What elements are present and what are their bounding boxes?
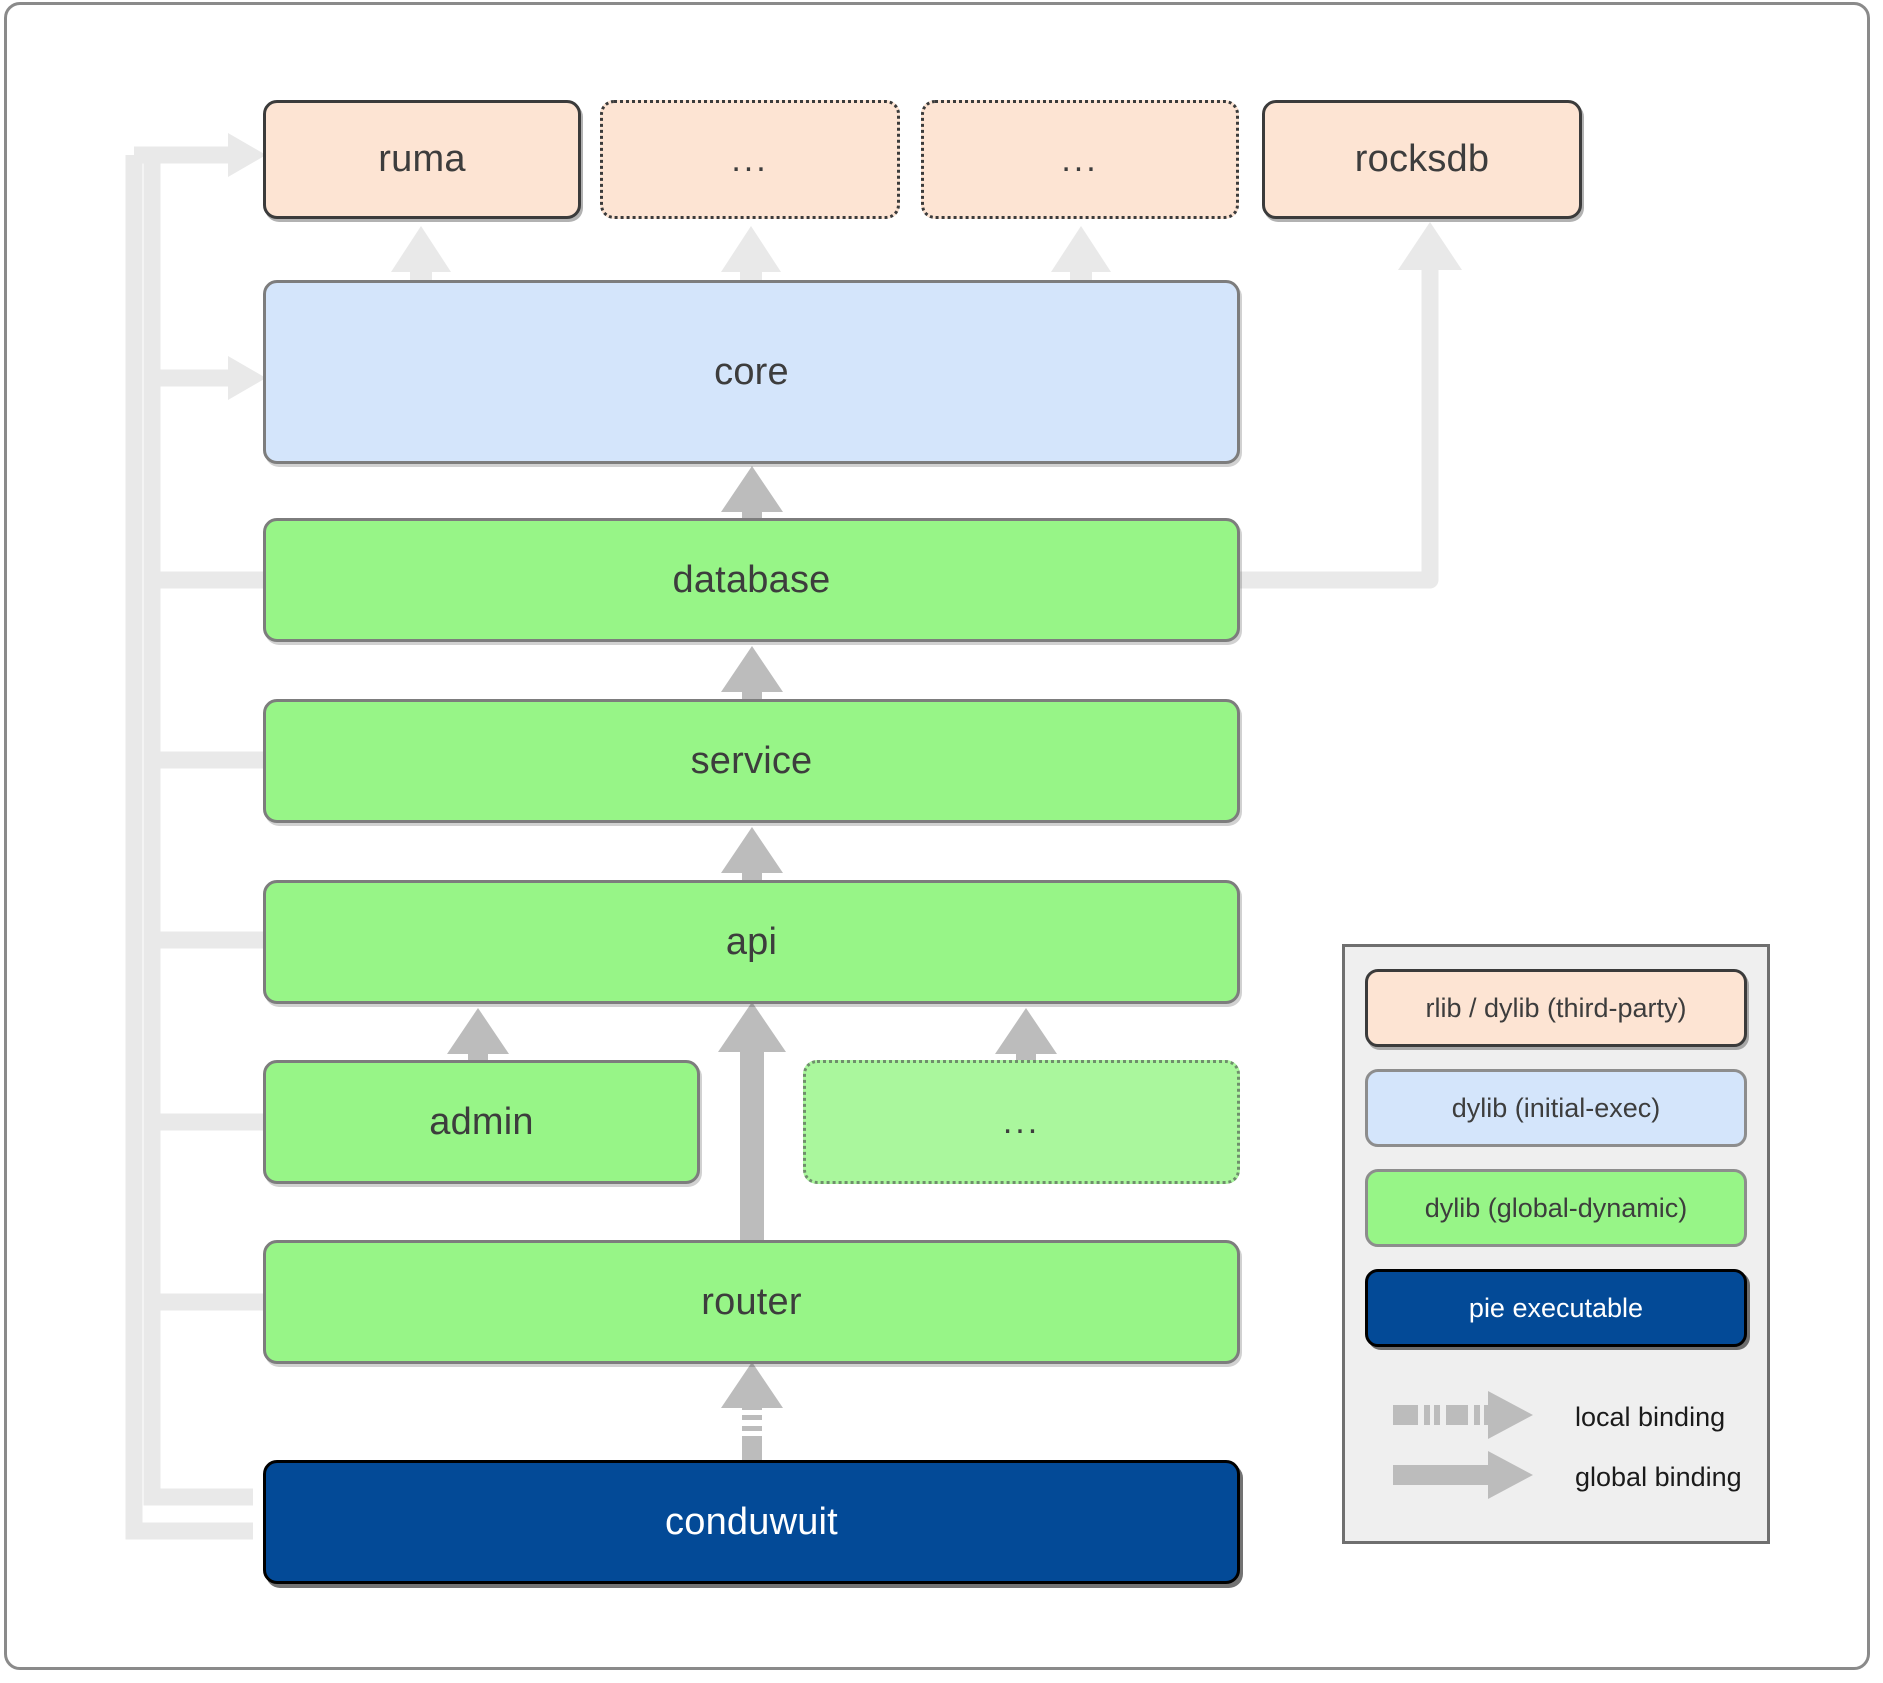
database-to-rocksdb: [1240, 222, 1462, 589]
legend-label: pie executable: [1468, 1292, 1644, 1323]
arrowhead-core-ruma: [391, 226, 451, 272]
shaft-conduwuit-router-b: [742, 1426, 762, 1431]
shaft-conduwuit-router-c: [742, 1415, 762, 1420]
node-ellipsis-1[interactable]: ...: [600, 100, 900, 219]
shaft-router-api: [740, 1027, 764, 1242]
node-label: core: [714, 350, 789, 393]
node-ellipsis-2[interactable]: ...: [921, 100, 1239, 219]
legend-swatch-global-dynamic: dylib (global-dynamic): [1365, 1169, 1747, 1247]
node-label: rocksdb: [1354, 138, 1490, 180]
node-label: conduwuit: [665, 1500, 838, 1543]
rail-inner-to-conduwuit: [143, 1461, 253, 1506]
node-core[interactable]: core: [263, 280, 1240, 464]
stack-arrows: [447, 466, 1057, 1460]
global-binding-arrow-icon: [1393, 1451, 1533, 1499]
arrowhead-core-ellipsis2: [1051, 226, 1111, 272]
node-label: service: [690, 739, 813, 782]
node-database[interactable]: database: [263, 518, 1240, 642]
arrowhead-core-ellipsis1: [721, 226, 781, 272]
node-label: router: [701, 1280, 802, 1323]
node-label: ruma: [378, 138, 466, 180]
legend-swatch-initial-exec: dylib (initial-exec): [1365, 1069, 1747, 1147]
arrowhead-rocksdb: [1398, 222, 1462, 270]
node-label: admin: [429, 1100, 534, 1143]
arrowhead-ruma-left: [228, 133, 266, 177]
node-label: api: [725, 920, 778, 963]
node-conduwuit[interactable]: conduwuit: [263, 1460, 1240, 1584]
arrowhead-router-api: [718, 1002, 786, 1052]
legend-label: dylib (initial-exec): [1451, 1092, 1661, 1123]
legend-panel: rlib / dylib (third-party) dylib (initia…: [1342, 944, 1770, 1544]
local-binding-arrow-icon: [1393, 1391, 1533, 1439]
legend-label-global-binding: global binding: [1575, 1462, 1742, 1492]
arrowhead-admin-api: [447, 1008, 509, 1054]
arrowhead-database-core: [721, 466, 783, 512]
legend-label: dylib (global-dynamic): [1424, 1192, 1688, 1223]
shaft-conduwuit-router-a: [742, 1436, 762, 1460]
arrowhead-api-service: [721, 827, 783, 873]
legend-swatch-pie-executable: pie executable: [1365, 1269, 1747, 1347]
arrowhead-service-database: [721, 646, 783, 692]
node-ellipsis-3[interactable]: ...: [803, 1060, 1240, 1184]
legend-label-local-binding: local binding: [1575, 1402, 1726, 1432]
rail-database-rocksdb: [1240, 268, 1439, 589]
node-admin[interactable]: admin: [263, 1060, 700, 1184]
rail-conduwuit-outer: [125, 155, 253, 1540]
node-service[interactable]: service: [263, 699, 1240, 823]
node-rocksdb[interactable]: rocksdb: [1262, 100, 1582, 219]
legend-label: rlib / dylib (third-party): [1425, 992, 1687, 1023]
light-arrowheads: [228, 133, 266, 400]
node-label: database: [672, 558, 831, 601]
legend-swatch-third-party: rlib / dylib (third-party): [1365, 969, 1747, 1047]
node-ruma[interactable]: ruma: [263, 100, 581, 219]
arrowhead-core-left: [228, 356, 266, 400]
arrowhead-conduwuit-router: [721, 1362, 783, 1408]
arrowhead-ellipsis3-api: [995, 1008, 1057, 1054]
node-router[interactable]: router: [263, 1240, 1240, 1364]
node-api[interactable]: api: [263, 880, 1240, 1004]
